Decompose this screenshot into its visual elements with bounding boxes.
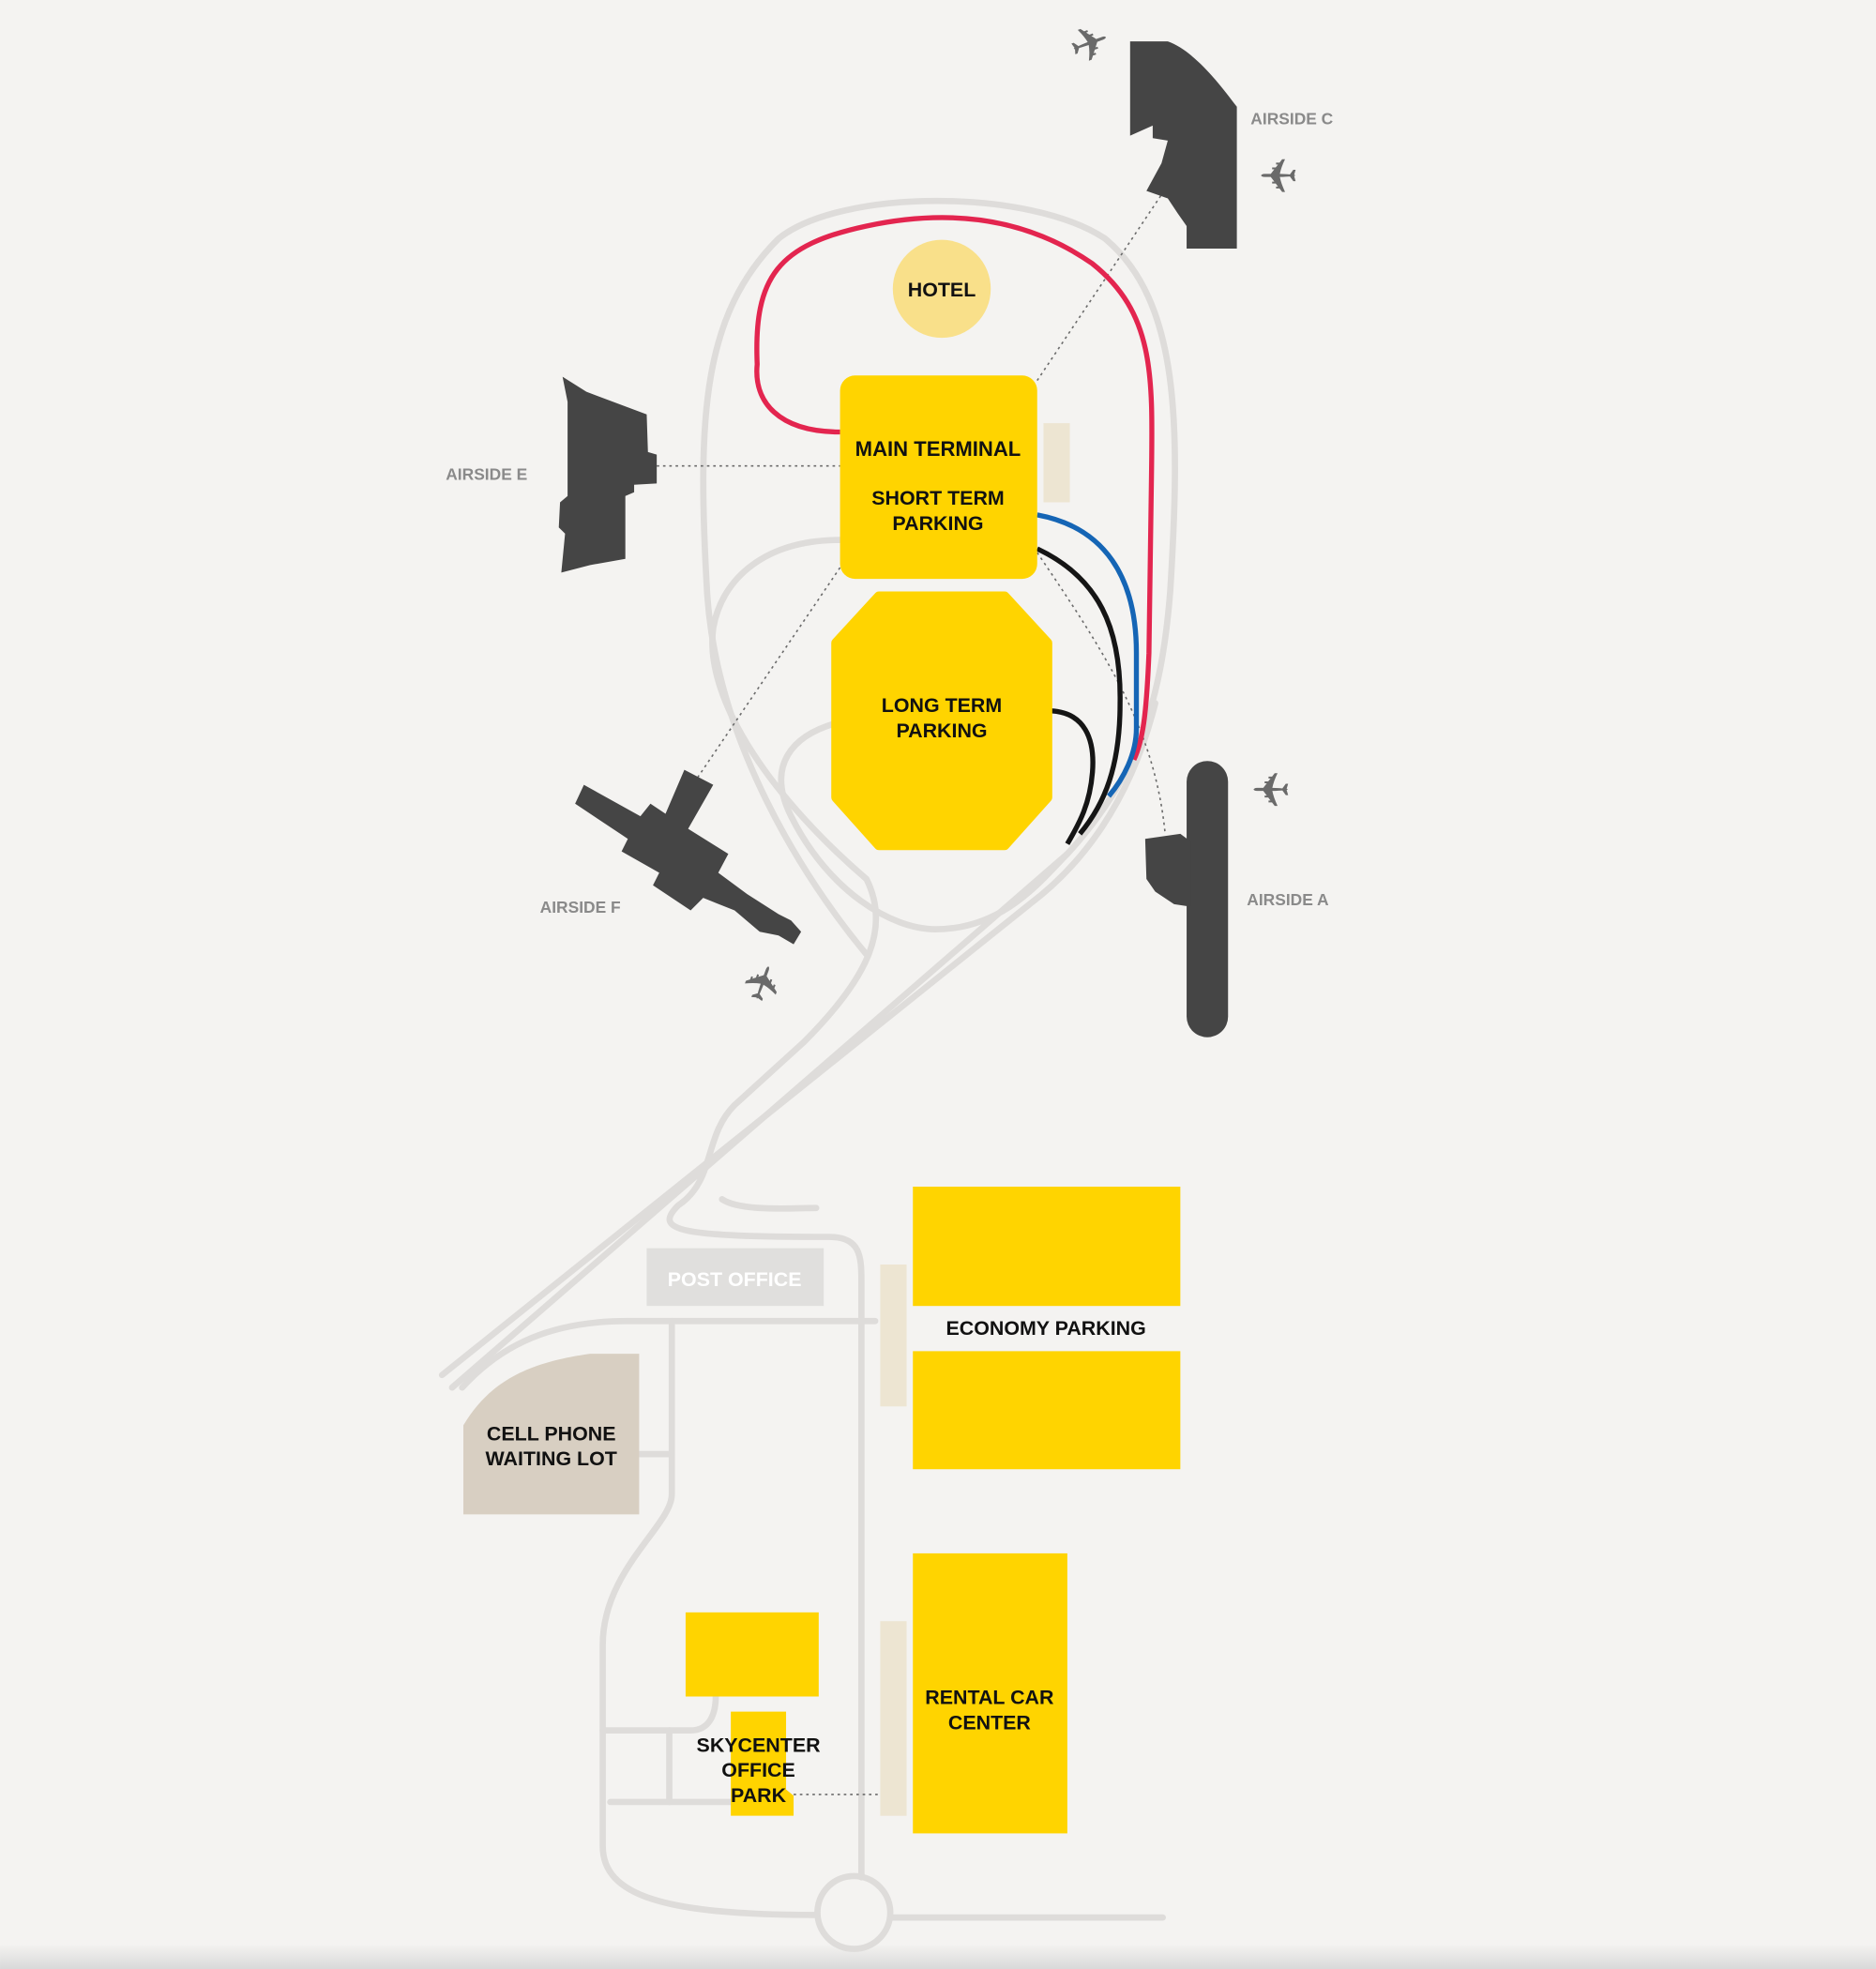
plane-icon: ✈ <box>1258 147 1298 203</box>
black-route-2 <box>1047 707 1096 845</box>
airside-f[interactable]: AIRSIDE F <box>540 769 802 945</box>
shuttle-strip-economy <box>880 1265 907 1407</box>
rental-car-center[interactable]: RENTAL CAR CENTER <box>913 1552 1067 1834</box>
cell-lot-label-1: CELL PHONE <box>487 1422 616 1445</box>
skycenter-office-park[interactable]: SKYCENTER OFFICE PARK <box>685 1612 822 1816</box>
plane-icon: ✈ <box>1062 11 1118 77</box>
main-terminal-label: MAIN TERMINAL <box>855 437 1021 461</box>
airside-c[interactable]: AIRSIDE C <box>1129 41 1334 250</box>
skycenter-label-2: OFFICE <box>721 1759 794 1781</box>
curbside-strip <box>1043 423 1070 503</box>
main-terminal[interactable]: MAIN TERMINAL SHORT TERM PARKING <box>840 375 1037 580</box>
black-route-1 <box>1036 546 1123 836</box>
post-office-label: POST OFFICE <box>668 1268 802 1291</box>
skycenter-label-3: PARK <box>731 1784 787 1807</box>
shuttle-strip-rental <box>880 1621 907 1816</box>
airside-e-label: AIRSIDE E <box>446 464 527 483</box>
post-office[interactable]: POST OFFICE <box>646 1248 825 1307</box>
rental-label-2: CENTER <box>948 1711 1032 1734</box>
skycenter-label-1: SKYCENTER <box>697 1734 822 1756</box>
economy-label: ECONOMY PARKING <box>946 1317 1145 1340</box>
plane-icon: ✈ <box>1250 761 1291 816</box>
airside-a-label: AIRSIDE A <box>1247 890 1329 909</box>
airside-f-label: AIRSIDE F <box>540 898 621 916</box>
bottom-shadow <box>0 1944 1876 1969</box>
cell-lot-label-2: WAITING LOT <box>486 1447 617 1470</box>
blue-route <box>1036 512 1140 798</box>
short-term-label-1: SHORT TERM <box>871 487 1005 509</box>
people-mover-lines <box>657 194 1167 1795</box>
short-term-label-2: PARKING <box>892 512 983 535</box>
cell-phone-waiting-lot[interactable]: CELL PHONE WAITING LOT <box>462 1354 640 1515</box>
airside-e[interactable]: AIRSIDE E <box>446 376 658 573</box>
roads <box>438 197 1178 1952</box>
plane-icon: ✈ <box>731 955 796 1011</box>
hotel-label: HOTEL <box>908 279 976 301</box>
rental-label-1: RENTAL CAR <box>925 1687 1054 1709</box>
long-term-parking[interactable]: LONG TERM PARKING <box>831 591 1052 851</box>
red-route <box>754 215 1155 762</box>
hotel[interactable]: HOTEL <box>892 239 991 339</box>
economy-parking[interactable]: ECONOMY PARKING <box>913 1187 1181 1470</box>
long-term-label-2: PARKING <box>896 719 987 742</box>
airside-a[interactable]: AIRSIDE A <box>1144 761 1329 1038</box>
long-term-label-1: LONG TERM <box>882 694 1002 717</box>
airside-c-label: AIRSIDE C <box>1250 110 1333 129</box>
